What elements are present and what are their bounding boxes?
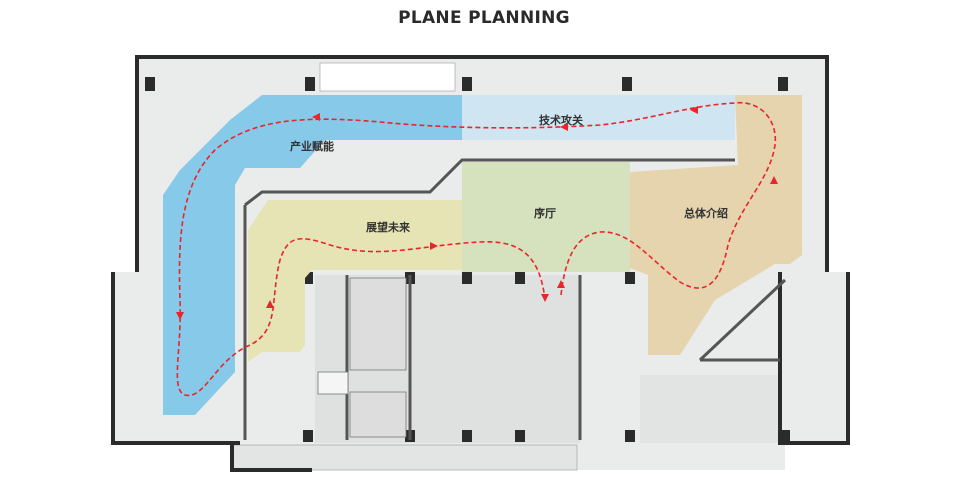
zone-label-tech-breakthrough: 技术攻关 [539,113,583,127]
zone-label-overall-introduction: 总体介绍 [684,206,728,220]
zone-tech-breakthrough[interactable] [462,95,735,140]
stair-hatch [317,277,407,438]
arrow-icon [557,280,565,288]
zone-label-industry-empowerment: 产业赋能 [290,139,334,153]
inner-walls [243,158,787,440]
arrow-icon [770,176,778,184]
arrow-icon [560,123,568,131]
zone-label-future-outlook: 展望未来 [365,220,411,234]
route-arrowheads [176,106,778,320]
arrow-icon [541,294,549,302]
window-grid [319,62,456,92]
zone-future-outlook[interactable] [248,200,462,362]
page-title: PLANE PLANNING [398,8,570,28]
zone-label-preface-hall: 序厅 [534,206,556,220]
arrow-icon [312,113,320,121]
outer-walls [111,55,850,472]
arrow-icon [266,300,274,308]
zone-industry-empowerment[interactable] [163,95,462,415]
arrow-icon [690,106,698,114]
arrow-icon [176,312,184,320]
arrow-icon [430,242,438,250]
zone-overall-introduction[interactable] [630,95,802,355]
zone-preface-hall[interactable] [462,162,630,272]
